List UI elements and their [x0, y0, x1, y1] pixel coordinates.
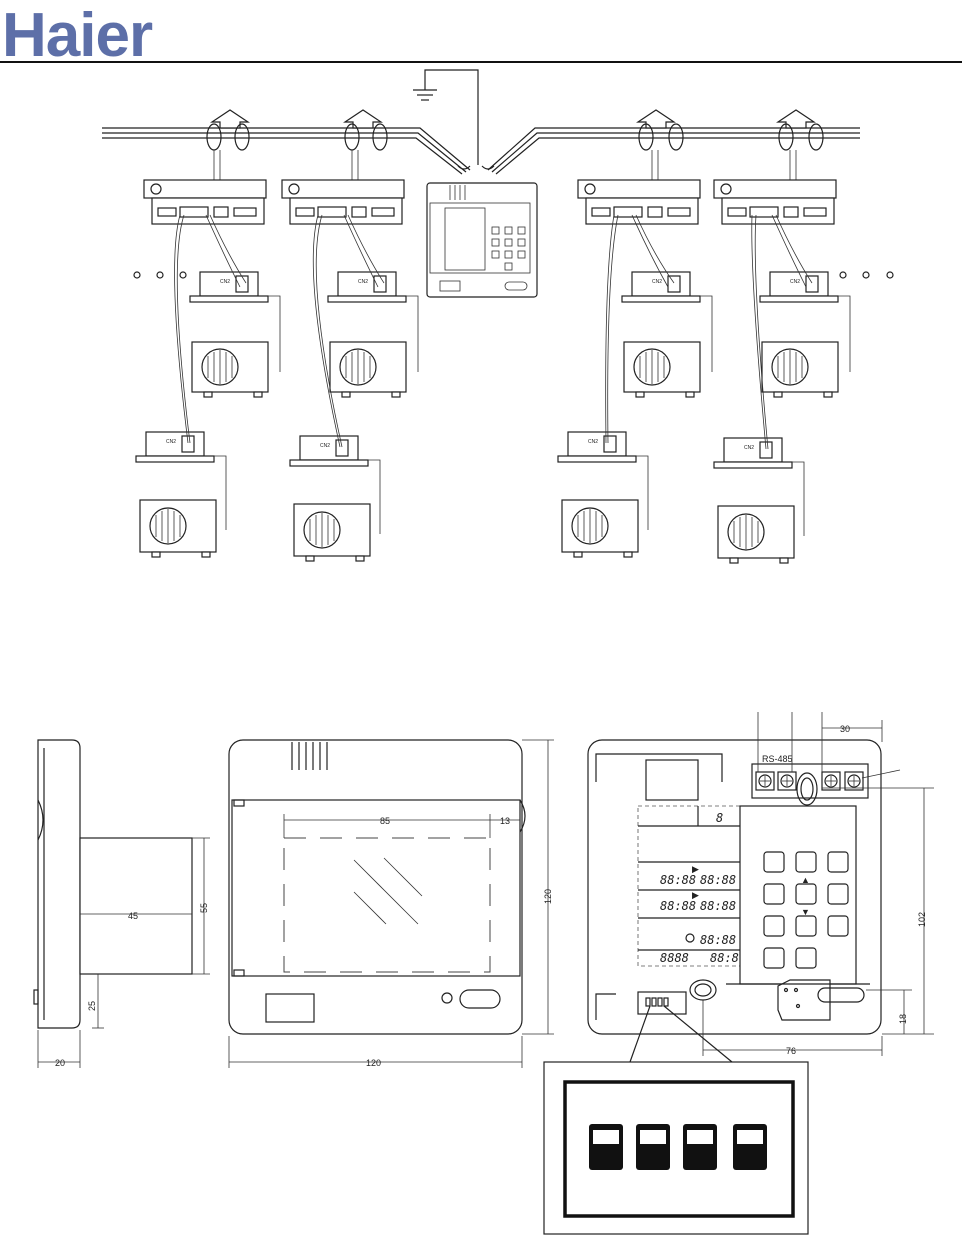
- svg-text:CN2: CN2: [320, 443, 330, 449]
- dip-switch-2: [636, 1124, 670, 1170]
- indoor-unit-6: CN2: [289, 435, 381, 562]
- dim-terminal-spacing: 30: [840, 724, 850, 734]
- indoor-unit-3: CN2: [621, 271, 713, 398]
- svg-text:CN2: CN2: [790, 279, 800, 285]
- central-controller: [426, 182, 538, 298]
- dim-window-margin: 13: [500, 816, 510, 826]
- controller-unit-3: [577, 179, 701, 225]
- dip-switch-detail: [543, 1061, 809, 1235]
- down-arrow-icon: ▼: [801, 907, 810, 917]
- indoor-unit-2: CN2: [327, 271, 419, 398]
- terminal-screw-icon: [755, 771, 864, 791]
- svg-text:▶: ▶: [692, 890, 699, 900]
- up-arrow-icon: ▲: [801, 875, 810, 885]
- side-view-drawing: 45 55 25 20: [33, 739, 210, 1068]
- indoor-unit-8: CN2: [713, 437, 805, 564]
- continuation-dots-right: [839, 271, 894, 279]
- dim-side-width: 20: [55, 1058, 65, 1068]
- svg-text:CN2: CN2: [744, 445, 754, 451]
- dip-switch-3: [683, 1124, 717, 1170]
- cable-clamp-group: [206, 109, 824, 151]
- svg-text:CN2: CN2: [588, 439, 598, 445]
- controller-unit-4: [713, 179, 837, 225]
- haier-logo: Haier: [2, 1, 153, 70]
- wiring-diagram: CN2 CN2 CN2: [102, 69, 894, 564]
- indoor-unit-1: CN2: [189, 271, 281, 398]
- dim-side-height-upper: 55: [199, 903, 209, 913]
- dim-front-width: 120: [366, 1058, 381, 1068]
- svg-text:88:8: 88:8: [710, 951, 739, 965]
- indoor-unit-7: CN2: [557, 431, 649, 558]
- controller-unit-1: [143, 179, 267, 225]
- svg-text:CN2: CN2: [652, 279, 662, 285]
- svg-text:88:88: 88:88: [660, 899, 696, 913]
- controller-unit-2: [281, 179, 405, 225]
- svg-text:8: 8: [716, 811, 723, 825]
- back-view-drawing: RS-485 30 8 ▶ 88:88 88:88 ▶ 88:88 88: [587, 712, 934, 1063]
- indoor-unit-5: CN2: [135, 431, 227, 558]
- dim-side-height-lower: 25: [87, 1001, 97, 1011]
- svg-text:88:88: 88:88: [660, 873, 696, 887]
- dim-back-width-offset: 76: [786, 1046, 796, 1056]
- svg-text:▶: ▶: [692, 864, 699, 874]
- indoor-unit-4: CN2: [759, 271, 851, 398]
- dim-side-depth: 45: [128, 911, 138, 921]
- dim-back-lower-offset: 18: [898, 1014, 908, 1024]
- dim-front-height: 120: [543, 889, 553, 904]
- front-view-drawing: 85 13 120 120: [228, 739, 554, 1068]
- svg-text:88:88: 88:88: [700, 933, 736, 947]
- terminal-label: RS-485: [762, 754, 793, 764]
- svg-text:88:88: 88:88: [700, 873, 736, 887]
- svg-text:8888: 8888: [660, 951, 689, 965]
- continuation-dots-left: [133, 271, 187, 279]
- svg-text:CN2: CN2: [220, 279, 230, 285]
- svg-text:CN2: CN2: [358, 279, 368, 285]
- dim-back-height: 102: [917, 912, 927, 927]
- svg-text:CN2: CN2: [166, 439, 176, 445]
- dip-switch-1: [589, 1124, 623, 1170]
- svg-text:88:88: 88:88: [700, 899, 736, 913]
- ground-icon: [413, 69, 479, 165]
- dim-window-width: 85: [380, 816, 390, 826]
- dip-switch-4: [733, 1124, 767, 1170]
